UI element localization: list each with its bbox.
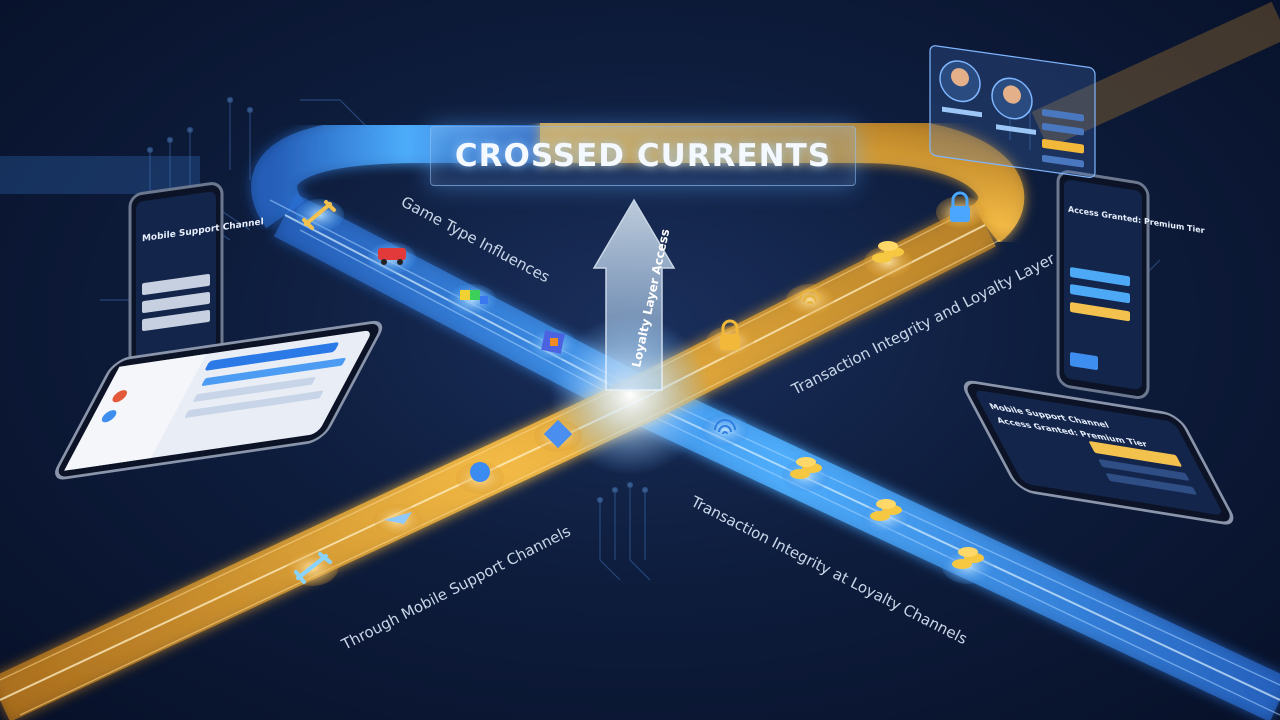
profile-panel bbox=[929, 45, 1096, 179]
cube-icon bbox=[529, 329, 577, 361]
blocks-icon bbox=[448, 284, 496, 316]
blue-path-lower-icons bbox=[701, 414, 994, 584]
page-title: CROSSED CURRENTS bbox=[454, 138, 832, 174]
padlock-icon bbox=[706, 319, 754, 358]
gold-path-lower-icons bbox=[286, 419, 582, 586]
gold-path-upper-icons bbox=[706, 191, 984, 358]
car-icon bbox=[368, 242, 416, 274]
sword-icon bbox=[286, 550, 338, 586]
intersection-glow bbox=[550, 315, 710, 475]
blocks-icon bbox=[456, 462, 504, 494]
loyalty-access-arrow bbox=[592, 198, 676, 391]
coins-icon bbox=[864, 241, 912, 278]
sword-icon bbox=[296, 199, 344, 231]
blue-path-icons bbox=[296, 199, 577, 361]
title-panel: CROSSED CURRENTS bbox=[430, 126, 856, 186]
fingerprint-icon bbox=[786, 284, 834, 316]
phone-right-flat: Mobile Support Channel Access Granted: P… bbox=[963, 380, 1234, 525]
fingerprint-icon bbox=[701, 414, 749, 446]
plane-icon bbox=[374, 504, 422, 536]
phone-right-tall: Access Granted: Premium Tier bbox=[1056, 170, 1205, 400]
phone-left-flat bbox=[55, 320, 383, 480]
cube-icon bbox=[534, 419, 582, 452]
coins-icon bbox=[782, 457, 830, 492]
coins-icon bbox=[942, 547, 994, 584]
padlock-icon bbox=[936, 191, 984, 228]
coins-icon bbox=[862, 499, 910, 534]
